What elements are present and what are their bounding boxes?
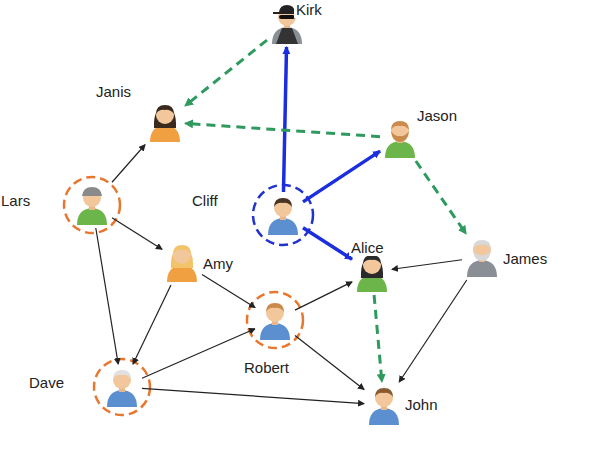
person-icon bbox=[355, 252, 389, 292]
person-icon bbox=[105, 367, 139, 407]
person-node: John bbox=[367, 385, 401, 425]
influence-arrow bbox=[283, 47, 286, 192]
person-name: Lars bbox=[0, 192, 32, 209]
seed-ring bbox=[247, 292, 303, 348]
person-icon bbox=[148, 102, 182, 142]
person-name: Kirk bbox=[294, 1, 324, 18]
influence-arrow bbox=[374, 295, 382, 382]
person-node: Janis bbox=[148, 102, 182, 142]
person-node: Jason bbox=[383, 118, 417, 158]
influence-arrow bbox=[112, 145, 145, 183]
person-node: Amy bbox=[165, 242, 199, 282]
influence-arrow bbox=[142, 388, 364, 403]
influence-arrow bbox=[133, 285, 171, 364]
influence-arrow bbox=[142, 329, 255, 378]
person-icon bbox=[367, 385, 401, 425]
person-icon bbox=[383, 118, 417, 158]
person-name: John bbox=[403, 396, 440, 413]
person-node: Lars bbox=[75, 185, 109, 225]
influence-arrow bbox=[112, 218, 162, 250]
person-name: Amy bbox=[201, 255, 235, 272]
person-node: Robert bbox=[258, 300, 292, 340]
source-ring bbox=[253, 185, 313, 245]
person-icon bbox=[465, 237, 499, 277]
person-node: Dave bbox=[105, 367, 139, 407]
person-icon bbox=[165, 242, 199, 282]
influence-arrow bbox=[416, 161, 466, 234]
person-name: Janis bbox=[94, 83, 133, 100]
seed-ring bbox=[64, 177, 120, 233]
person-node: Cliff bbox=[266, 195, 300, 235]
influence-arrow bbox=[185, 123, 380, 136]
person-name: Dave bbox=[27, 374, 66, 391]
influence-arrow bbox=[185, 40, 267, 106]
person-node: James bbox=[465, 237, 499, 277]
person-name: Jason bbox=[415, 107, 459, 124]
influence-arrow bbox=[399, 280, 467, 382]
influence-arrow bbox=[96, 228, 118, 364]
person-icon bbox=[258, 300, 292, 340]
influence-arrow bbox=[392, 260, 462, 270]
seed-ring bbox=[94, 359, 150, 415]
person-icon bbox=[75, 185, 109, 225]
influence-arrow bbox=[295, 282, 352, 310]
influence-arrow bbox=[295, 336, 364, 390]
influence-arrow bbox=[303, 151, 380, 202]
person-name: James bbox=[501, 250, 549, 267]
person-node: Alice bbox=[355, 252, 389, 292]
person-icon bbox=[266, 195, 300, 235]
person-name: Cliff bbox=[190, 192, 220, 209]
person-node: Kirk bbox=[270, 4, 304, 44]
influence-arrow bbox=[303, 228, 352, 259]
person-name: Alice bbox=[349, 239, 386, 256]
influence-arrow bbox=[202, 274, 255, 307]
person-name: Robert bbox=[242, 359, 291, 376]
